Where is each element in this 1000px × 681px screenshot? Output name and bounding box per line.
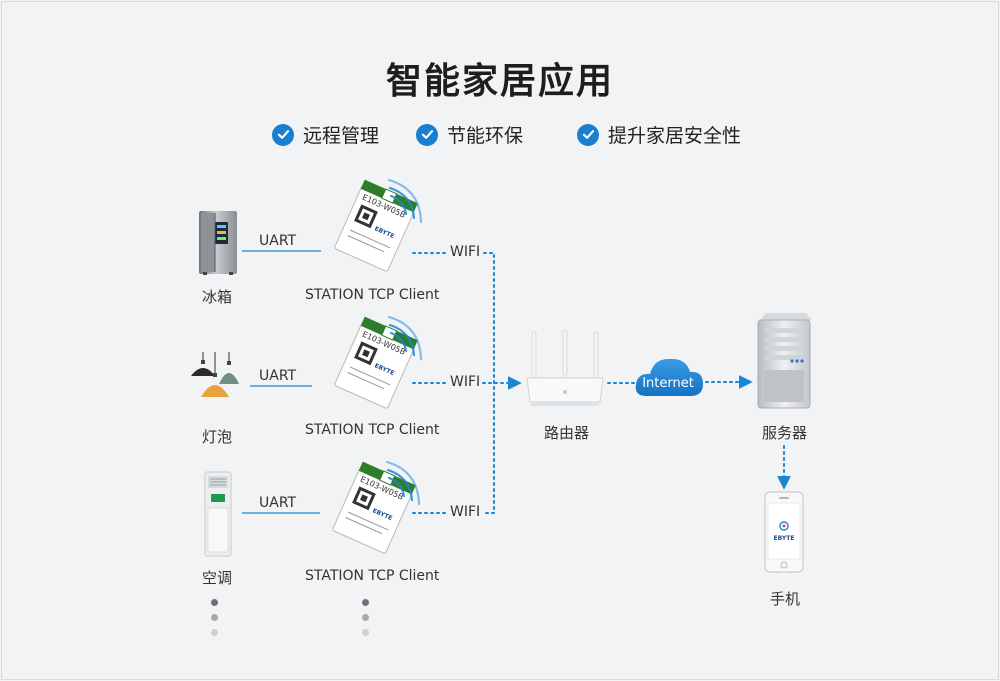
feature-label: 节能环保 bbox=[447, 125, 524, 147]
feature-energy-saving: 节能环保 bbox=[416, 121, 523, 148]
router-label: 路由器 bbox=[544, 424, 590, 442]
device-name-ac: 空调 bbox=[202, 569, 233, 587]
server-label: 服务器 bbox=[762, 424, 808, 442]
wifi-label-lamp: WIFI bbox=[450, 374, 481, 390]
more-modules-dot bbox=[362, 599, 369, 606]
server-icon bbox=[757, 313, 812, 409]
wifi-signal-icon bbox=[385, 460, 421, 506]
internet-label: Internet bbox=[642, 376, 694, 391]
device-name-fridge: 冰箱 bbox=[202, 288, 233, 306]
internet-cloud-icon: Internet bbox=[635, 358, 703, 396]
wifi-module-2: E103-W05B EBYTE bbox=[334, 316, 418, 409]
module-caption-lamp: STATION TCP Client bbox=[305, 422, 440, 438]
more-devices-dot bbox=[211, 629, 218, 636]
uart-label-ac: UART bbox=[259, 495, 297, 511]
check-circle-icon bbox=[272, 123, 294, 146]
wifi-signal-icon bbox=[387, 315, 423, 361]
page-title: 智能家居应用 bbox=[385, 61, 614, 102]
feature-remote-management: 远程管理 bbox=[272, 121, 379, 148]
more-devices-dot bbox=[211, 599, 218, 606]
phone-brand-label: EBYTE bbox=[774, 535, 795, 542]
uart-connection-lines bbox=[242, 250, 321, 514]
air-conditioner-icon bbox=[204, 471, 232, 557]
router-icon bbox=[526, 329, 604, 406]
module-caption-fridge: STATION TCP Client bbox=[305, 287, 440, 303]
wifi-signal-icon bbox=[387, 178, 423, 224]
wifi-module-1: E103-W05B EBYTE bbox=[334, 179, 418, 272]
feature-label: 提升家居安全性 bbox=[608, 125, 742, 147]
module-caption-ac: STATION TCP Client bbox=[305, 568, 440, 584]
wifi-label-ac: WIFI bbox=[450, 504, 481, 520]
feature-label: 远程管理 bbox=[303, 125, 380, 147]
uart-label-fridge: UART bbox=[259, 233, 297, 249]
lamp-icon bbox=[191, 352, 239, 397]
wifi-connection-lines bbox=[412, 252, 522, 514]
feature-home-security: 提升家居安全性 bbox=[577, 121, 741, 148]
feature-list: 远程管理 节能环保 提升家居安全性 bbox=[0, 121, 1000, 151]
wifi-label-fridge: WIFI bbox=[450, 244, 481, 260]
more-modules-dot bbox=[362, 629, 369, 636]
check-circle-icon bbox=[577, 123, 599, 146]
more-devices-dot bbox=[211, 614, 218, 621]
uart-label-lamp: UART bbox=[259, 368, 297, 384]
phone-label: 手机 bbox=[770, 590, 801, 608]
phone-icon: EBYTE bbox=[764, 491, 804, 573]
more-modules-dot bbox=[362, 614, 369, 621]
fridge-icon bbox=[199, 211, 237, 275]
wifi-module-3: E103-W05B EBYTE bbox=[332, 461, 416, 554]
check-circle-icon bbox=[416, 123, 438, 146]
device-name-lamp: 灯泡 bbox=[202, 428, 233, 446]
